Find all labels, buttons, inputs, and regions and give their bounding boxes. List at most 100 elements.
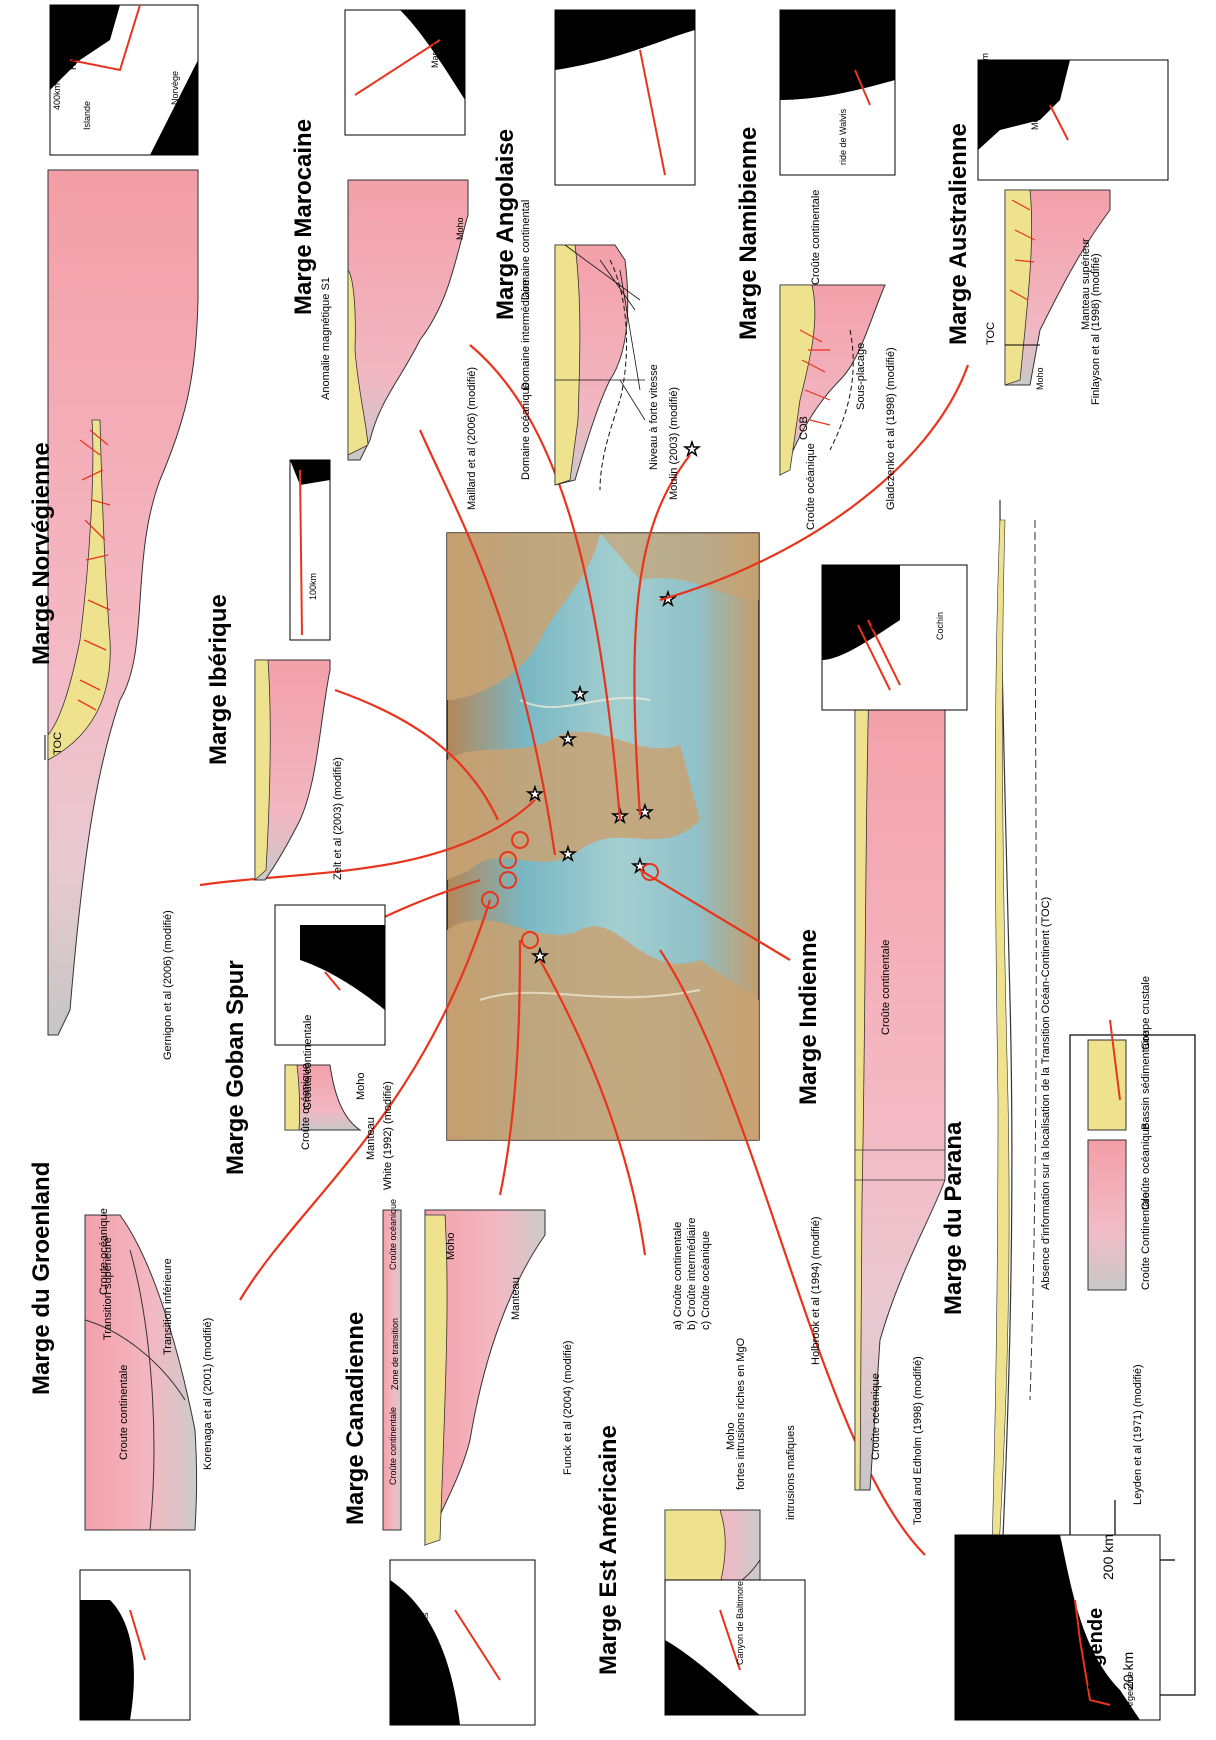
label-fortes-intrusions: fortes intrusions riches en MgO: [735, 1338, 747, 1490]
canada-section: [383, 1210, 545, 1545]
title-marocaine: Marge Marocaine: [290, 119, 318, 315]
legend-scale-v: 20 km: [1120, 1652, 1136, 1690]
norway-section: [45, 170, 198, 1035]
label-adelaide: Adélaïde: [980, 84, 990, 120]
label-croute-continentale-nam: Croûte continentale: [810, 190, 822, 285]
label-moho-goban: Moho: [355, 1072, 367, 1100]
label-zone-transition: Zone de transition: [390, 1318, 400, 1390]
title-angolaise: Marge Angolaise: [492, 129, 520, 320]
title-namibienne: Marge Namibienne: [735, 127, 763, 340]
label-cochin: Cochin: [935, 612, 945, 640]
label-c-co: c) Croûte océanique: [700, 1231, 712, 1330]
legend-coupe: Coupe crustale: [1140, 976, 1152, 1050]
ref-parana: Leyden et al (1971) (modifié): [1132, 1364, 1144, 1505]
label-croute-cont-gr: Croute continentale: [118, 1365, 130, 1460]
label-manteau-ca: Manteau: [510, 1277, 522, 1320]
label-niveau-vitesse: Niveau à forte vitesse: [648, 364, 660, 470]
label-groenland-map: Groenland: [100, 1673, 110, 1715]
title-canadienne: Marge Canadienne: [342, 1312, 370, 1525]
map-star-marker: ★: [532, 946, 548, 966]
label-croute-oce-gr: Croute océanique: [98, 1208, 110, 1295]
ref-iberique: Zelt et al (2003) (modifié): [332, 757, 344, 880]
title-indienne: Marge Indienne: [795, 929, 823, 1105]
label-a-cc: a) Croûte continentale: [672, 1222, 684, 1330]
map-star-marker: ★: [560, 844, 576, 864]
label-walvis: ride de Walvis: [838, 109, 848, 165]
label-intrusions: intrusions mafiques: [785, 1425, 797, 1520]
label-moho-aus: Moho: [1035, 367, 1045, 390]
label-ride-mohns: Ride de Mohns: [68, 9, 78, 70]
label-manteau-sup: Manteau supérieur: [1080, 238, 1092, 330]
legend-croute-oceanique: Croûte océanique: [1140, 1123, 1152, 1210]
label-croute-cont-in: Croûte continentale: [880, 940, 892, 1035]
label-moho-maroc: Moho: [455, 217, 465, 240]
parana-section: [990, 500, 1036, 1620]
label-grand-banks: Grand Banks: [420, 1612, 430, 1665]
ref-goban: White (1992) (modifié): [382, 1081, 394, 1190]
label-croute-cont-goban: Croûte continentale: [302, 1015, 314, 1110]
label-400km: 400km: [52, 83, 62, 110]
title-norvegienne: Marge Norvégienne: [28, 442, 56, 665]
label-angola-nam: Angola: [785, 72, 795, 100]
angola-section: [555, 245, 645, 490]
title-estamericaine: Marge Est Américaine: [595, 1425, 623, 1675]
title-parana: Marge du Parana: [940, 1122, 968, 1315]
label-canyon: Canyon de Baltimore: [735, 1581, 745, 1665]
legend-title: Légende: [1085, 1608, 1108, 1690]
label-croute-oce-in: Croûte océanique: [870, 1373, 882, 1460]
label-absence: Absence d'information sur la localisatio…: [1040, 897, 1052, 1290]
map-star-marker: ★: [684, 439, 700, 459]
legend-swatch-bassin: [1088, 1040, 1126, 1130]
title-groenland: Marge du Groenland: [28, 1162, 56, 1395]
label-norvege: Norvège: [170, 71, 180, 105]
label-croute-oceanique-nam: Croûte océanique: [805, 443, 817, 530]
ref-estamericaine: Holbrook et al (1994) (modifié): [810, 1216, 822, 1365]
ref-angolaise: Moulin (2003) (modifié): [668, 387, 680, 500]
goban-section: [285, 1065, 360, 1130]
label-melbourne: Melbourne: [1030, 87, 1040, 130]
label-domaine-oceanique: Domaine océanique: [520, 382, 532, 480]
india-section: [855, 650, 945, 1490]
label-zaire: Zaïre: [565, 19, 575, 40]
label-toc-aus: TOC: [985, 322, 997, 345]
ref-indienne: Todal and Edholm (1998) (modifié): [912, 1356, 924, 1525]
label-b-ci: b) Croûte intermédiaire: [686, 1218, 698, 1331]
label-croute-cont-ca: Croûte continentale: [388, 1407, 398, 1485]
label-toc-norway: TOC: [52, 732, 64, 755]
ref-norvegienne: Gernigon et al (2006) (modifié): [162, 910, 174, 1060]
label-domaine-intermediaire: Domaine intermédiaire: [520, 279, 532, 390]
label-namibie: Namibie: [830, 42, 840, 75]
label-bresil: Brésil: [990, 1587, 1000, 1610]
label-uruguay: Uruguay: [1070, 1671, 1080, 1705]
label-anomalie: Anomalie magnétique S1: [320, 277, 332, 400]
label-maroc: Maroc: [430, 43, 440, 68]
label-croute-oce-ca: Croûte océanique: [388, 1199, 398, 1270]
maroc-section: [348, 180, 468, 460]
map-star-marker: ★: [572, 684, 588, 704]
ref-namibienne: Gladczenko et al (1998) (modifié): [885, 347, 897, 510]
label-islande: Islande: [82, 101, 92, 130]
label-cob: COB: [798, 416, 810, 440]
title-goban: Marge Goban Spur: [222, 960, 250, 1175]
label-manteau-goban: Manteau: [365, 1117, 377, 1160]
legend-swatch-croute: [1088, 1140, 1126, 1290]
label-moho-ea: Moho: [725, 1422, 737, 1450]
legend-scale-h: 200 km: [1100, 1534, 1116, 1580]
label-moho-parana: Moho: [1040, 1552, 1052, 1580]
label-goa: Goa: [870, 613, 880, 630]
title-iberique: Marge Ibérique: [205, 594, 233, 765]
ref-marocaine: Maillard et al (2006) (modifié): [466, 367, 478, 510]
label-transition-inf: Transition inférieure: [162, 1258, 174, 1355]
label-sous-placage: Sous-placage: [855, 343, 867, 410]
iberia-section: [255, 660, 330, 880]
label-moho-ca: Moho: [445, 1232, 457, 1260]
label-angola: Angola: [600, 22, 610, 50]
inset-iberia: [290, 460, 330, 640]
label-inde: Inde: [845, 602, 855, 620]
title-australienne: Marge Australienne: [945, 123, 973, 345]
label-200km-aus: 200km: [980, 53, 990, 80]
map-star-marker: ★: [560, 729, 576, 749]
namibia-section: [780, 285, 885, 475]
label-100km: 100km: [308, 573, 318, 600]
